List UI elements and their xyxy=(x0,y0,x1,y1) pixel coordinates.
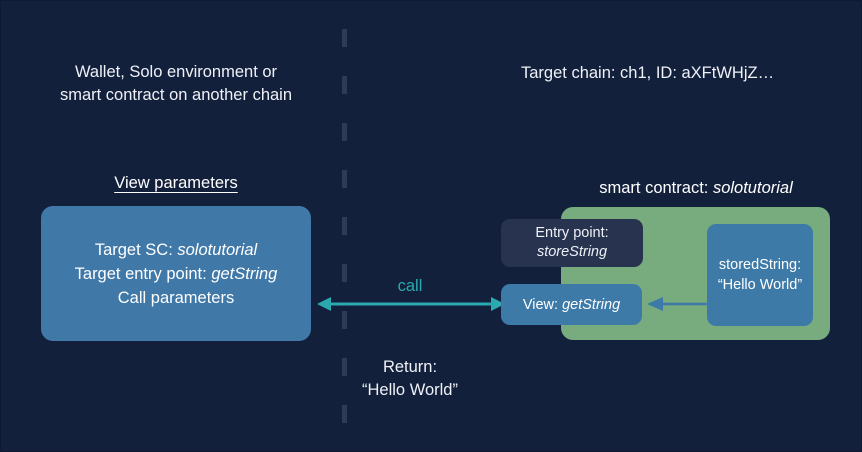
stored-string-value: “Hello World” xyxy=(717,277,803,293)
entry-point-value: storeString xyxy=(536,244,608,260)
stored-string-label: storedString: xyxy=(718,257,802,273)
view-function-text: View: getString xyxy=(523,297,620,313)
view-function-label: View: xyxy=(522,296,563,313)
right-column-header: Target chain: ch1, ID: aXFtWHjZ… xyxy=(521,64,775,82)
stored-string-to-view-arrow xyxy=(647,297,709,311)
left-column-header: Wallet, Solo environment or smart contra… xyxy=(59,63,293,104)
view-parameters-title: View parameters xyxy=(114,174,238,192)
view-parameters-box: Target SC: solotutorial Target entry poi… xyxy=(41,206,311,341)
stored-string-box: storedString: “Hello World” xyxy=(707,224,813,326)
target-entry-point-value: getString xyxy=(211,264,278,283)
bidirectional-call-return-arrow xyxy=(317,297,505,311)
entry-point-label: Entry point: xyxy=(535,225,609,241)
vertical-dashed-divider xyxy=(342,29,347,429)
target-entry-point-label: Target entry point: xyxy=(74,264,212,283)
smart-contract-value: solotutorial xyxy=(712,179,793,197)
target-sc-line: Target SC: solotutorial xyxy=(95,238,257,262)
entry-point-box: Entry point: storeString xyxy=(501,219,643,267)
call-parameters-line: Call parameters xyxy=(117,288,235,307)
target-sc-value: solotutorial xyxy=(177,240,258,259)
return-label: Return: “Hello World” xyxy=(362,358,458,399)
view-function-value: getString xyxy=(562,296,621,313)
smart-contract-title: smart contract: solotutorial xyxy=(561,179,831,198)
target-sc-label: Target SC: xyxy=(94,240,178,259)
call-label: call xyxy=(397,277,423,295)
smart-contract-label: smart contract: xyxy=(599,179,713,197)
target-entry-point-line: Target entry point: getString xyxy=(75,262,278,286)
view-function-box: View: getString xyxy=(501,284,642,325)
